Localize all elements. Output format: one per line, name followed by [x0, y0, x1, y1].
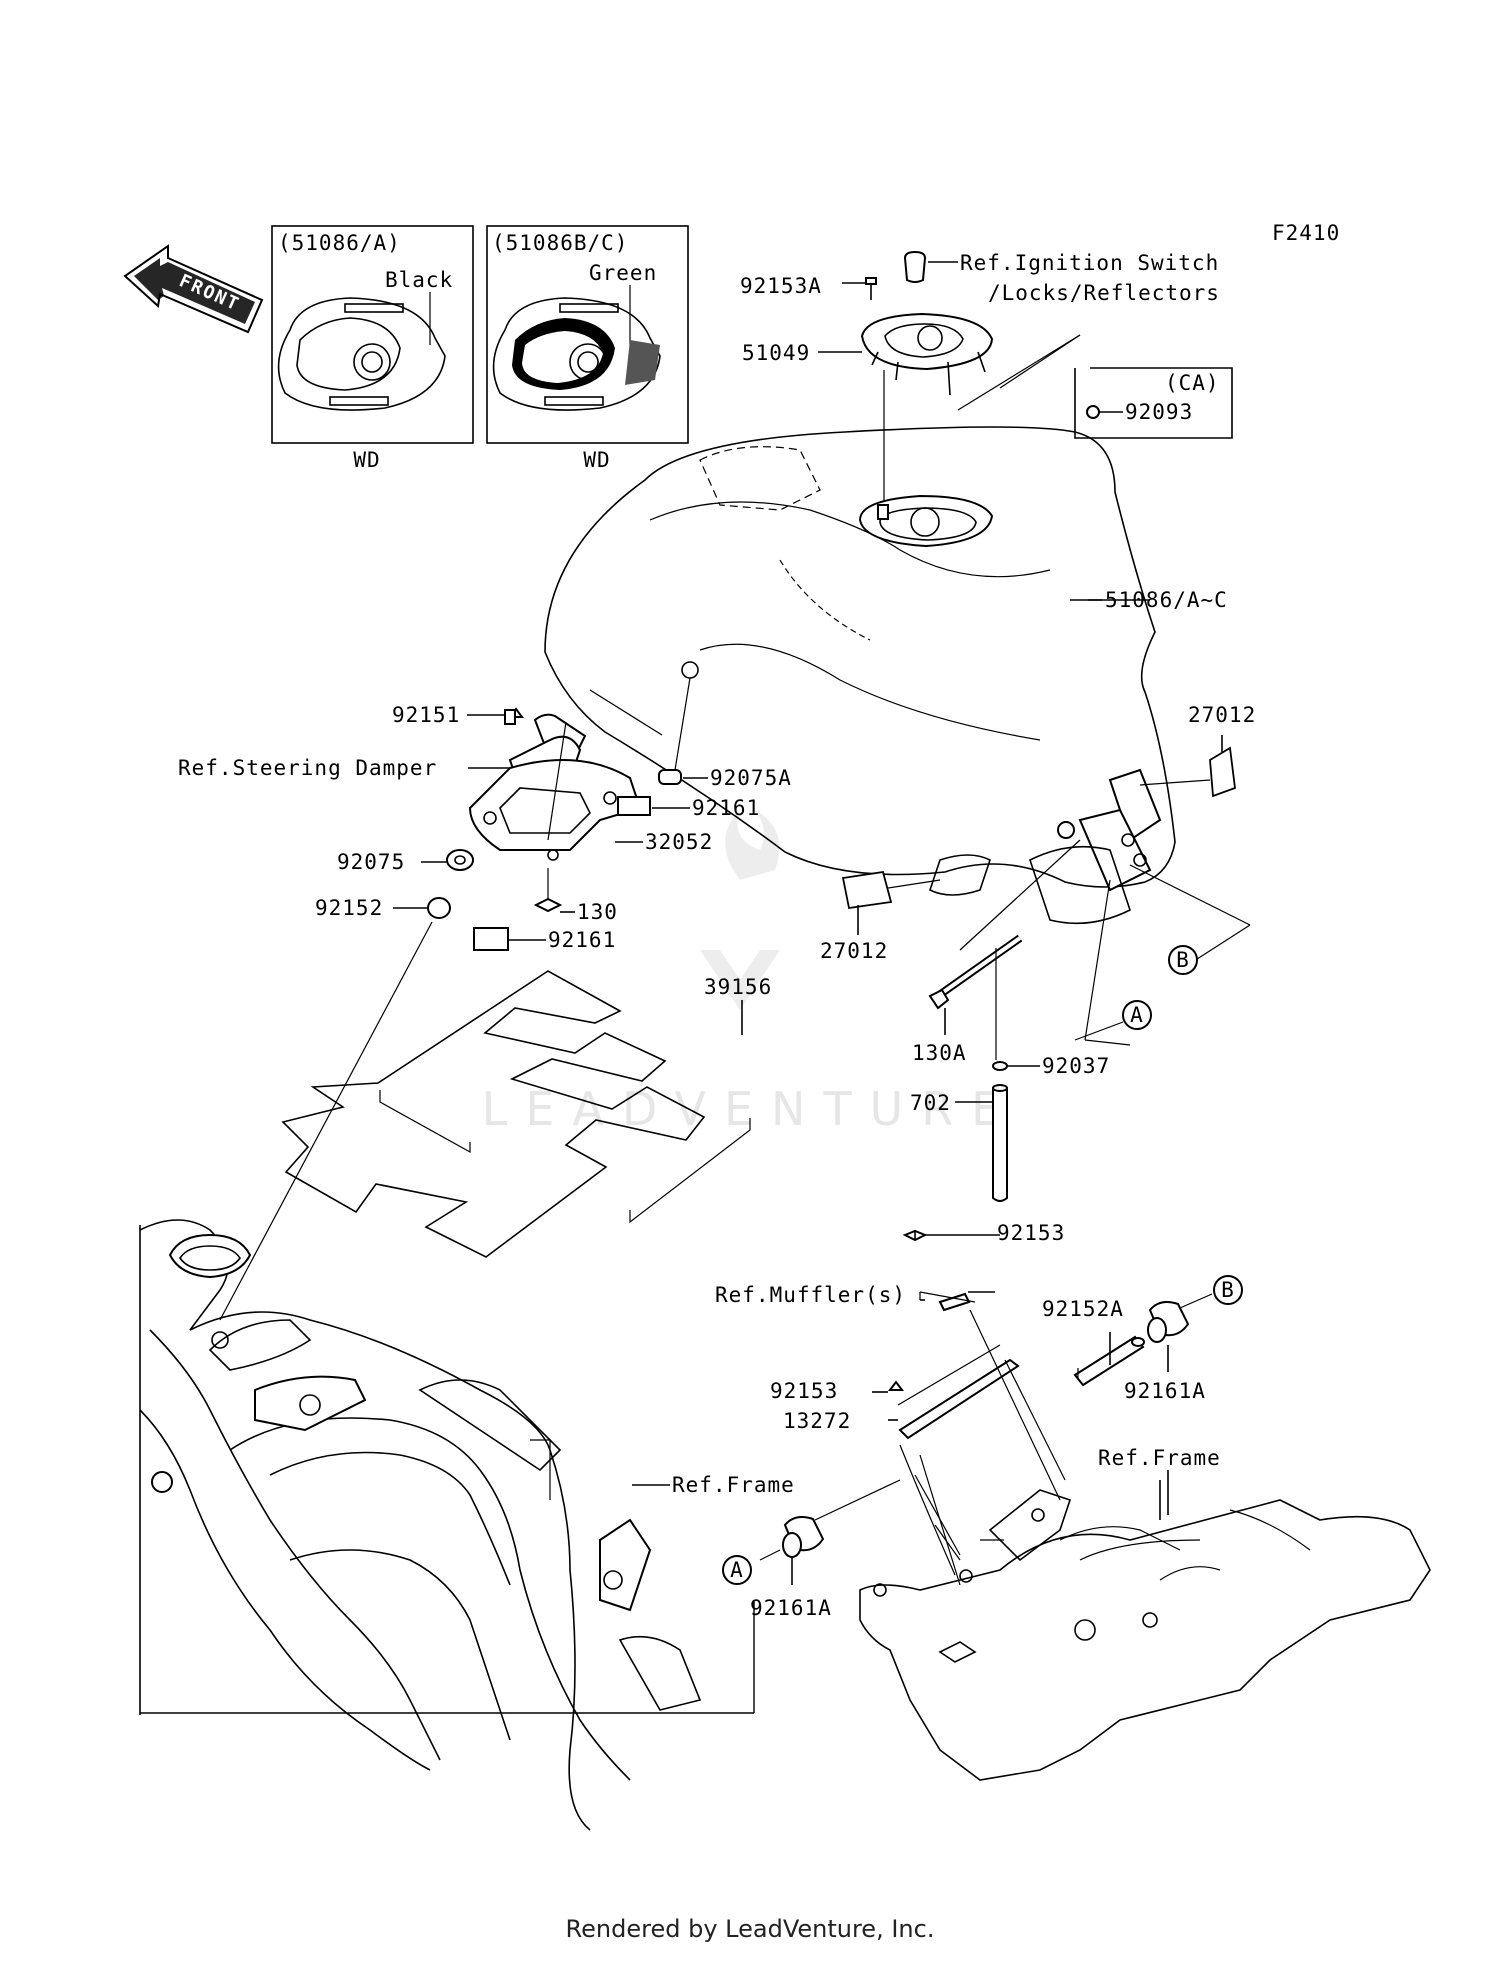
ref-ignition-locks: /Locks/Reflectors	[988, 281, 1220, 305]
part-92151: 92151	[392, 703, 460, 727]
inset-black: (51086/A) Black WD	[271, 225, 474, 472]
ref-muffler: Ref.Muffler(s)	[715, 1283, 906, 1307]
inset-black-color: Black	[385, 268, 453, 292]
bolt-130	[533, 880, 575, 913]
callout-a-upper: A	[1074, 1000, 1152, 1041]
callout-a-lower-label: A	[730, 1558, 744, 1582]
washer-92037	[992, 948, 1040, 1071]
ref-ignition-switch: Ref.Ignition Switch	[960, 251, 1219, 275]
front-arrow-icon: FRONT	[123, 244, 264, 334]
inset-black-code: (51086/A)	[278, 231, 401, 255]
callout-b-upper: B	[1168, 945, 1198, 975]
part-92161-lower: 92161	[548, 928, 616, 952]
ca-box-code: (CA)	[1165, 371, 1220, 395]
callout-a-lower: A	[722, 1555, 752, 1585]
pipe-702	[955, 1084, 1008, 1202]
part-702: 702	[910, 1091, 951, 1115]
decal-27012-bottom	[841, 870, 941, 935]
callout-b-lower: B	[1213, 1275, 1243, 1305]
grommet-92075	[421, 849, 474, 871]
steering-damper-mount	[467, 689, 663, 880]
fuel-tank	[544, 426, 1251, 1046]
ref-frame-right: Ref.Frame	[1098, 1446, 1221, 1470]
part-13272: 13272	[783, 1409, 851, 1433]
part-92153-upper: 92153	[997, 1221, 1065, 1245]
part-92161A-lower: 92161A	[750, 1596, 832, 1620]
pad-92161-upper	[617, 796, 690, 816]
part-92037: 92037	[1042, 1054, 1110, 1078]
part-27012-right: 27012	[1188, 703, 1256, 727]
part-92152: 92152	[315, 896, 383, 920]
inset-green-code: (51086B/C)	[492, 231, 628, 255]
frame-right	[859, 1229, 1431, 1781]
part-92075: 92075	[337, 850, 405, 874]
watermark-text: LEADVENTURE	[482, 1082, 1019, 1136]
collar-92152A	[1073, 1332, 1145, 1387]
callout-b-lower-label: B	[1221, 1278, 1235, 1302]
grommet-92161A-lower	[759, 1479, 901, 1585]
part-39156: 39156	[704, 975, 772, 999]
frame-left	[139, 1219, 755, 1831]
ca-box: (CA) 92093	[1074, 367, 1233, 439]
mat-39156	[281, 970, 751, 1258]
part-92161A-upper: 92161A	[1124, 1379, 1206, 1403]
part-51086: 51086/A~C	[1105, 588, 1228, 612]
collar-92152	[219, 897, 451, 1321]
part-92161-upper: 92161	[692, 796, 760, 820]
inset-green-variant: WD	[583, 448, 610, 472]
part-92153A: 92153A	[740, 274, 822, 298]
part-92093: 92093	[1125, 400, 1193, 424]
decal-27012-right	[1139, 735, 1236, 798]
watermark: LEADVENTURE	[482, 810, 1019, 1136]
ref-frame-left: Ref.Frame	[672, 1473, 795, 1497]
part-32052: 32052	[645, 830, 713, 854]
figure-code: F2410	[1272, 221, 1340, 245]
part-92153-lower: 92153	[770, 1379, 838, 1403]
inset-green-color: Green	[589, 261, 657, 285]
part-27012-bottom: 27012	[820, 939, 888, 963]
part-130: 130	[577, 900, 618, 924]
callout-a-upper-label: A	[1130, 1003, 1144, 1027]
pad-92161-lower	[473, 927, 546, 951]
part-92075A: 92075A	[710, 766, 792, 790]
inset-black-variant: WD	[353, 448, 380, 472]
part-51049: 51049	[742, 341, 810, 365]
fuel-cap-assembly	[818, 250, 1081, 520]
bolt-130A	[928, 934, 1023, 1035]
footer-credit: Rendered by LeadVenture, Inc.	[565, 1915, 935, 1943]
grommet-92161A-upper	[1147, 1293, 1213, 1372]
grommet-92075A	[658, 769, 708, 785]
ref-steering-damper: Ref.Steering Damper	[178, 756, 437, 780]
part-130A: 130A	[912, 1041, 967, 1065]
inset-green: (51086B/C) Green WD	[486, 225, 689, 472]
callout-b-upper-label: B	[1176, 948, 1190, 972]
part-92152A: 92152A	[1042, 1297, 1124, 1321]
